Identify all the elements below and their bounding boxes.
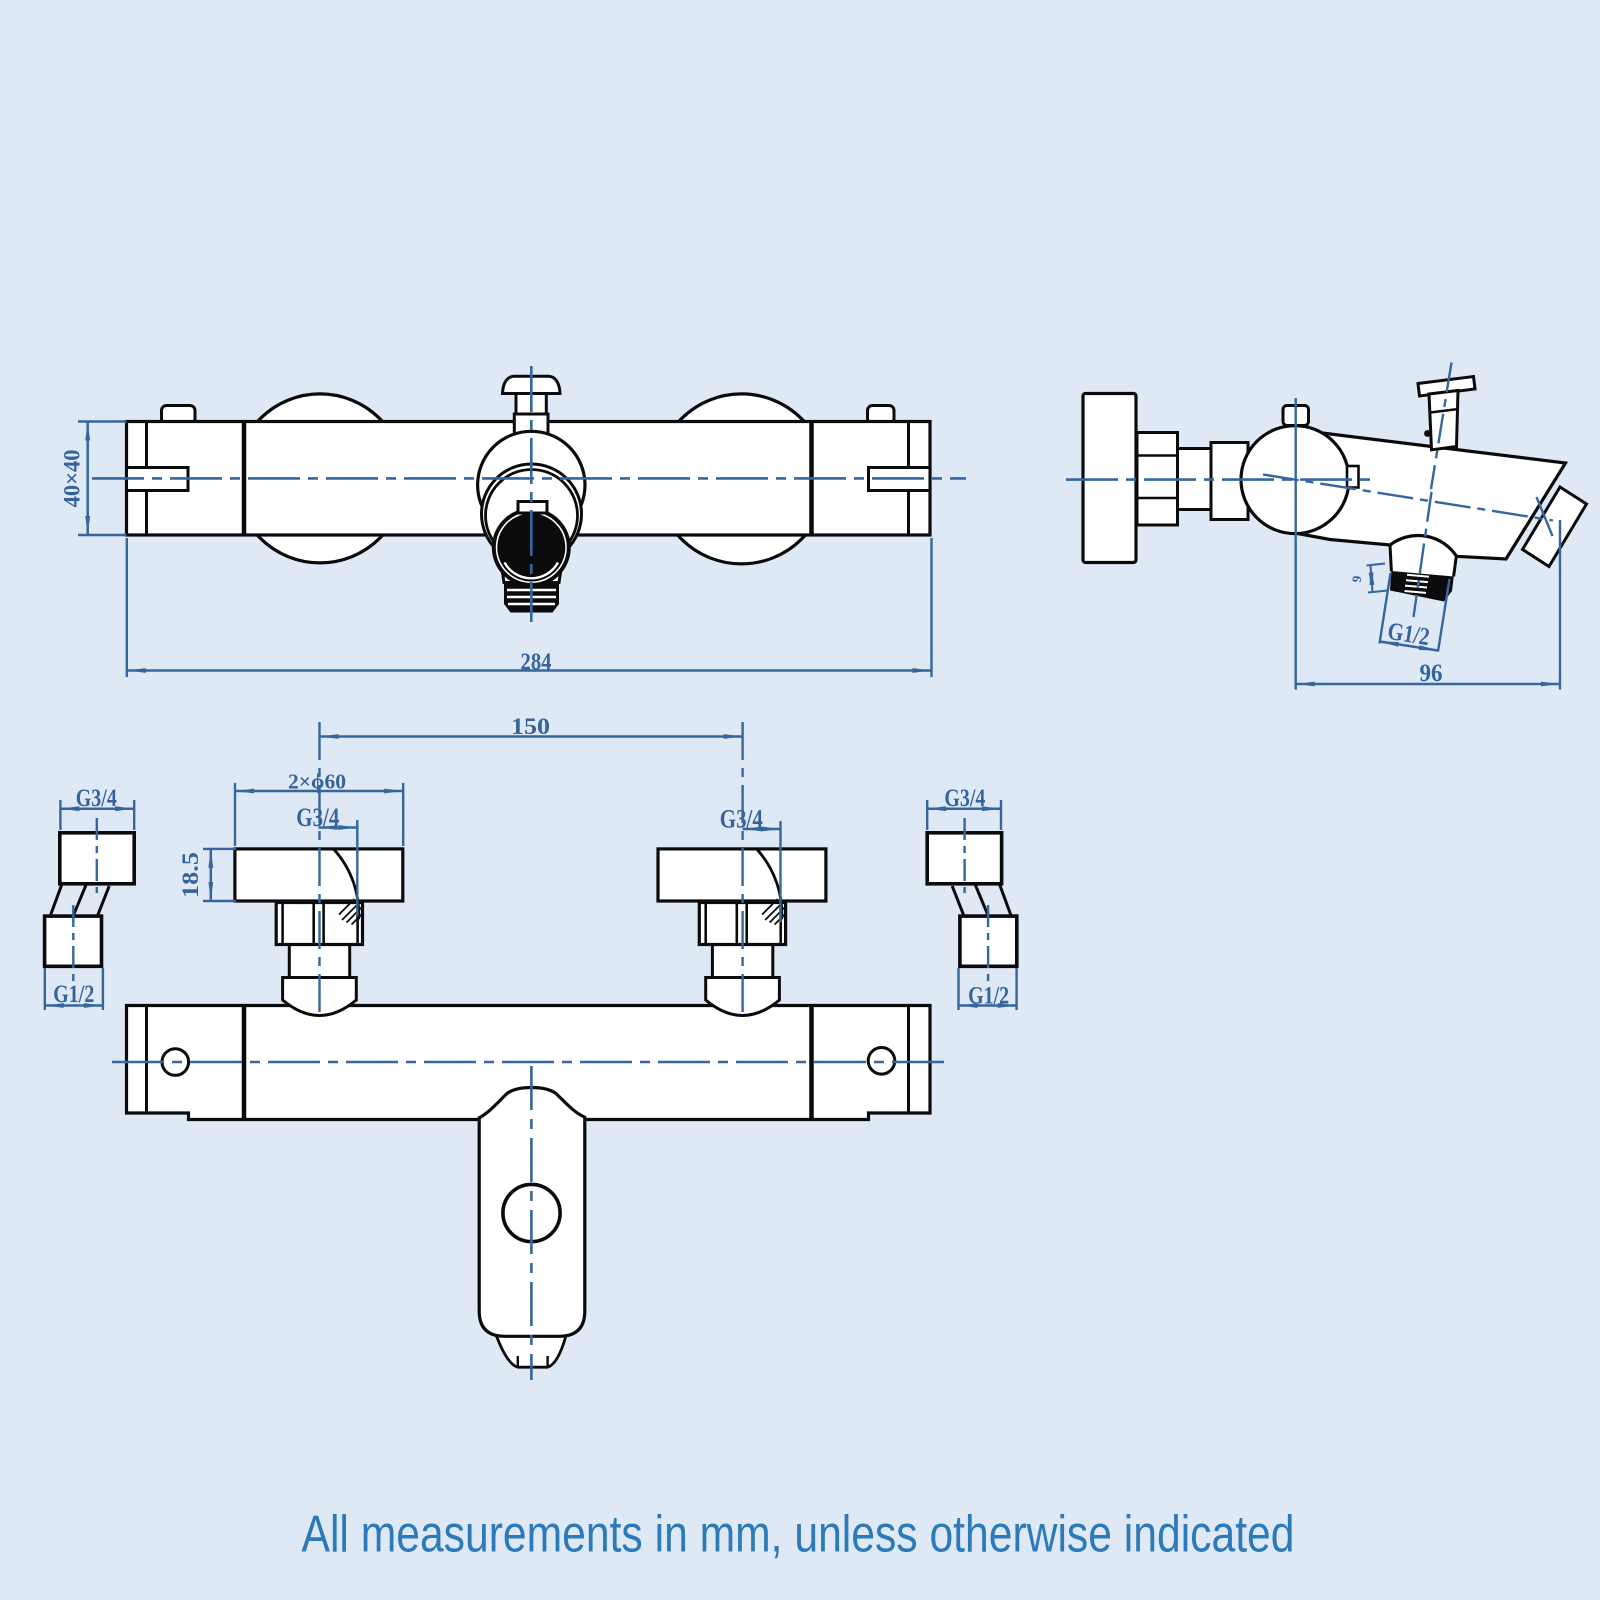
svg-text:G1/2: G1/2	[968, 983, 1009, 1010]
svg-text:G3/4: G3/4	[720, 805, 763, 834]
svg-text:All measurements in mm, unless: All measurements in mm, unless otherwise…	[302, 1506, 1295, 1564]
svg-text:G3/4: G3/4	[944, 785, 985, 812]
svg-text:96: 96	[1420, 660, 1443, 687]
svg-text:9: 9	[1349, 575, 1365, 583]
svg-text:G1/2: G1/2	[53, 981, 94, 1008]
svg-text:G3/4: G3/4	[76, 785, 117, 812]
svg-text:2×ϕ60: 2×ϕ60	[288, 770, 346, 794]
svg-text:18.5: 18.5	[178, 852, 203, 898]
svg-text:150: 150	[511, 714, 550, 739]
svg-text:40×40: 40×40	[59, 449, 84, 507]
svg-text:G1/2: G1/2	[1386, 618, 1432, 651]
svg-text:G3/4: G3/4	[296, 803, 339, 832]
svg-text:284: 284	[521, 650, 552, 676]
